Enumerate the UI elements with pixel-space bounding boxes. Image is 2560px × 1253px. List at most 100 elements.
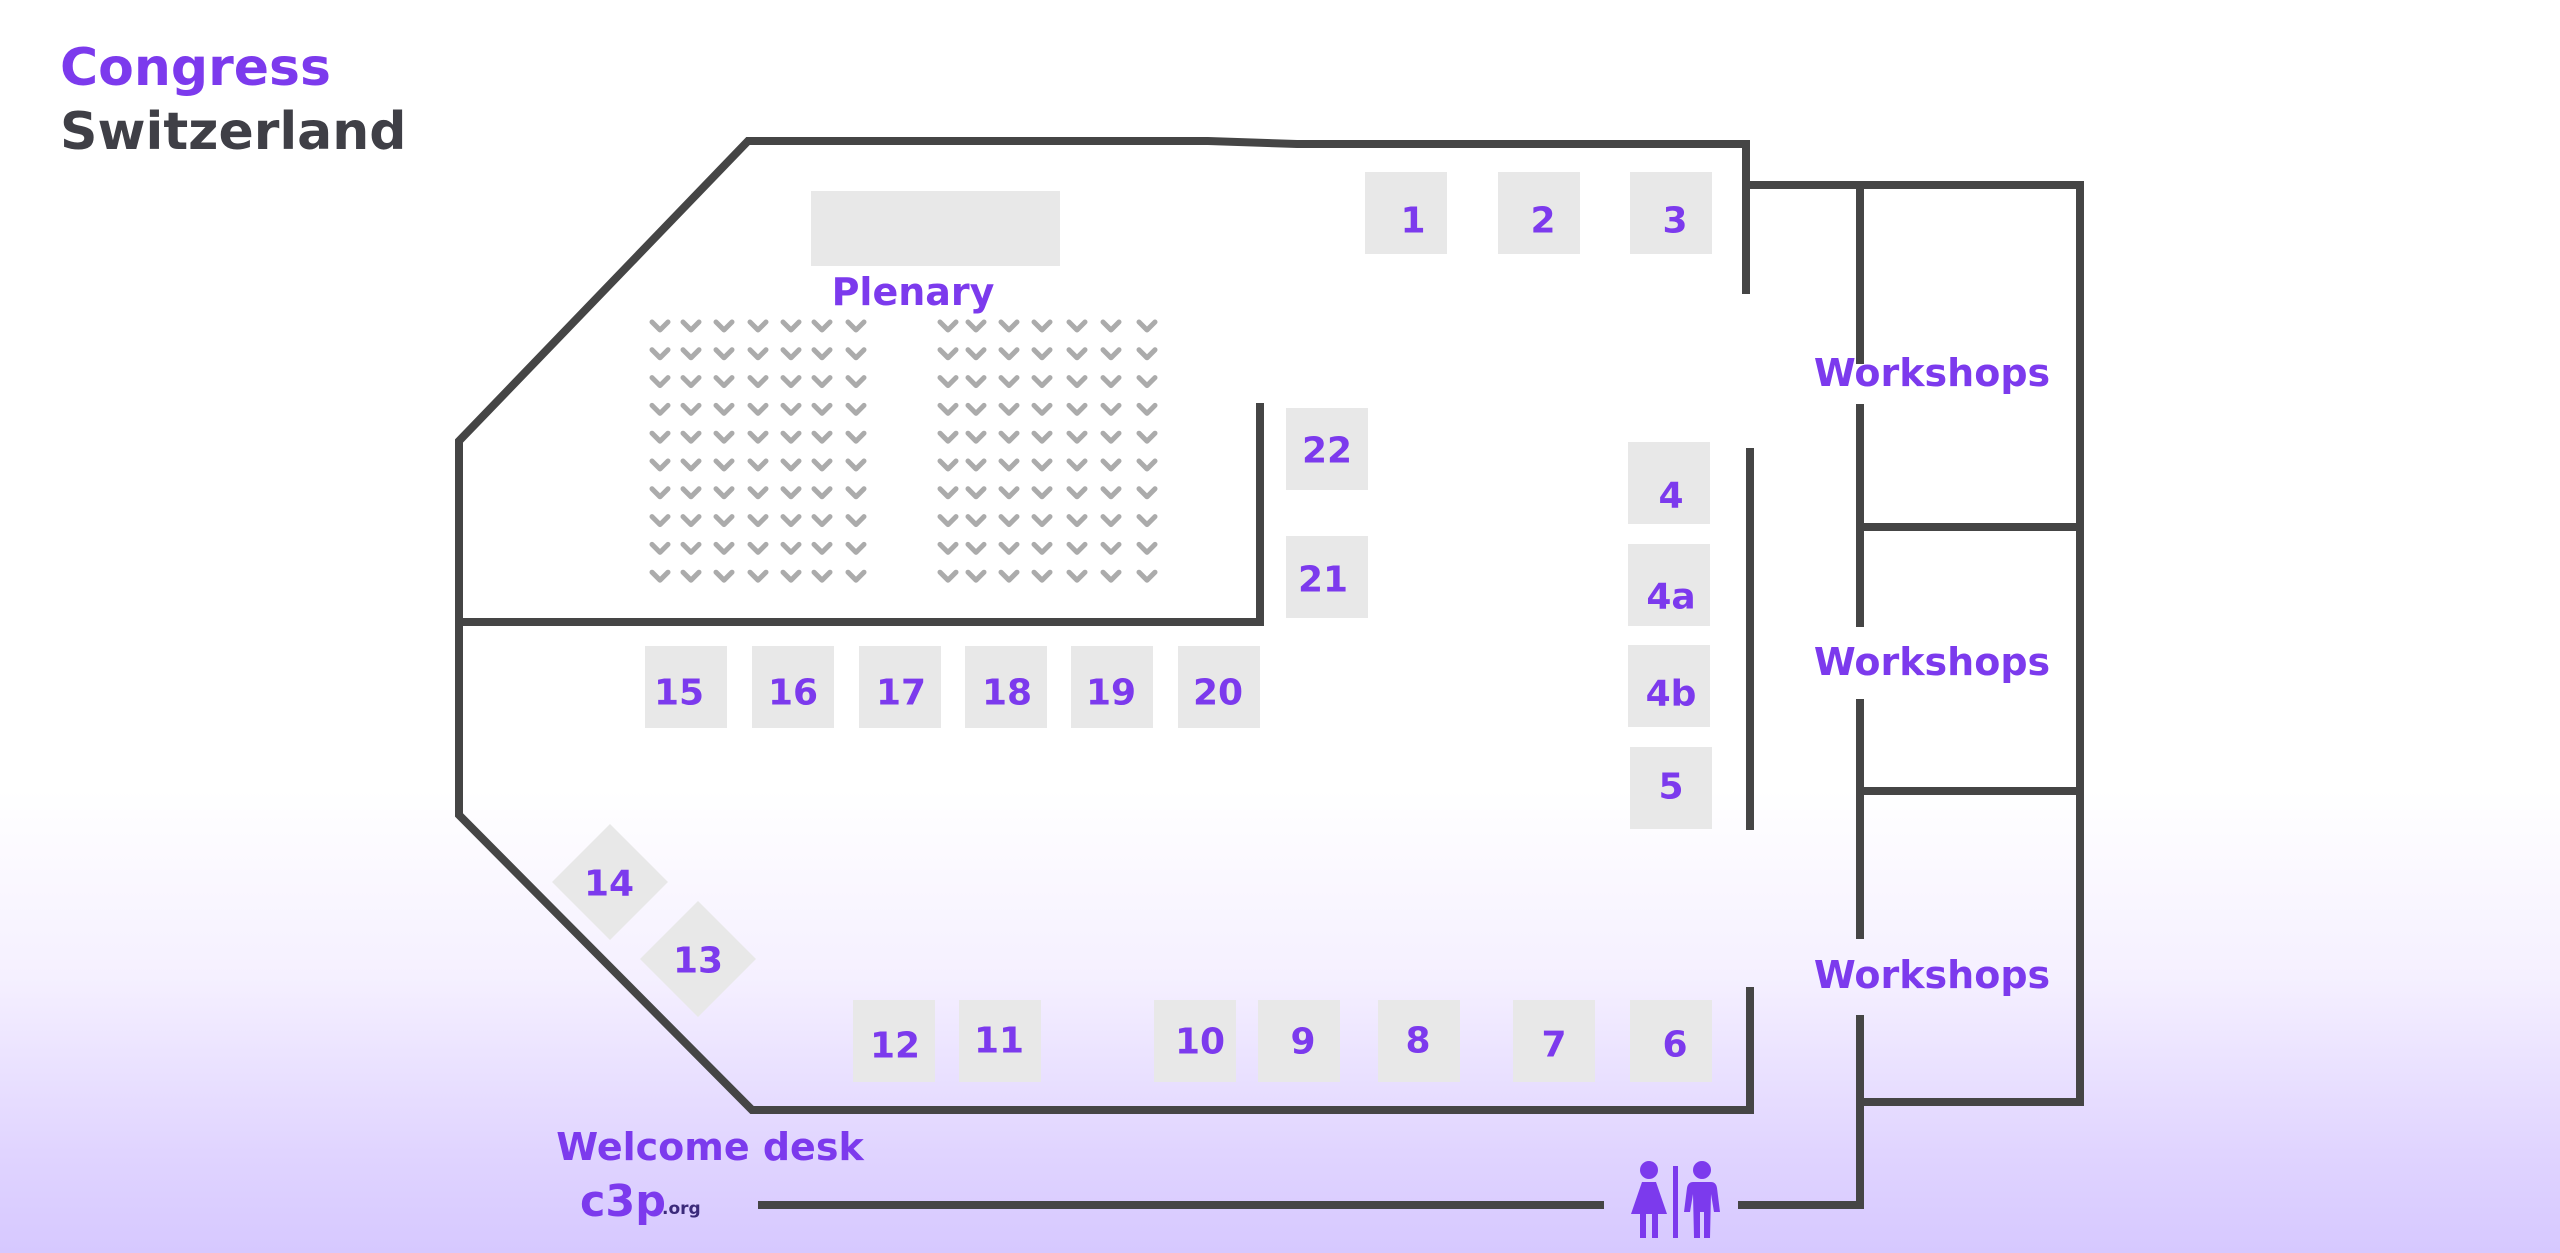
seat-icon (937, 375, 959, 389)
seat-icon (1100, 514, 1122, 528)
booth-5[interactable]: 5 (1630, 747, 1712, 829)
seat-icon (747, 541, 769, 555)
booth-13[interactable]: 13 (640, 901, 756, 1017)
seat-icon (747, 319, 769, 333)
seat-icon (1066, 375, 1088, 389)
seat-icon (845, 347, 867, 361)
seat-icon (649, 486, 671, 500)
seat-icon (1031, 347, 1053, 361)
svg-text:17: 17 (876, 673, 926, 714)
seat-icon (780, 347, 802, 361)
svg-text:11: 11 (974, 1021, 1024, 1062)
seat-icon (747, 569, 769, 583)
seat-icon (1136, 486, 1158, 500)
seat-icon (1031, 486, 1053, 500)
booth-10[interactable]: 10 (1154, 1000, 1236, 1082)
seat-icon (937, 347, 959, 361)
booth-9[interactable]: 9 (1258, 1000, 1340, 1082)
seat-icon (1066, 541, 1088, 555)
switzerland-subtitle: Switzerland (60, 102, 407, 162)
workshops-bottom-label: Workshops (1814, 953, 2050, 997)
booth-2[interactable]: 2 (1498, 172, 1580, 254)
seat-icon (1100, 402, 1122, 416)
seat-icon (680, 430, 702, 444)
booth-4b[interactable]: 4b (1628, 645, 1710, 727)
seat-icon (998, 430, 1020, 444)
seat-icon (780, 486, 802, 500)
seat-icon (937, 458, 959, 472)
seat-icon (998, 347, 1020, 361)
seat-icon (998, 319, 1020, 333)
svg-text:13: 13 (673, 941, 723, 982)
seat-icon (1031, 375, 1053, 389)
seat-icon (965, 486, 987, 500)
svg-text:4b: 4b (1646, 674, 1697, 715)
booth-11[interactable]: 11 (959, 1000, 1041, 1082)
seat-icon (1136, 375, 1158, 389)
booth-4a[interactable]: 4a (1628, 544, 1710, 626)
booth-12[interactable]: 12 (853, 1000, 935, 1082)
svg-text:1: 1 (1400, 201, 1425, 242)
seat-icon (649, 569, 671, 583)
booth-1[interactable]: 1 (1365, 172, 1447, 254)
booth-16[interactable]: 16 (752, 646, 834, 728)
booth-22[interactable]: 22 (1286, 408, 1368, 490)
seat-icon (649, 375, 671, 389)
seat-icon (1136, 402, 1158, 416)
seat-icon (649, 541, 671, 555)
seat-icon (998, 569, 1020, 583)
seat-icon (1136, 514, 1158, 528)
svg-text:4a: 4a (1646, 577, 1695, 618)
booth-15[interactable]: 15 (645, 646, 727, 728)
seat-icon (965, 569, 987, 583)
seat-icon (1066, 514, 1088, 528)
seat-icon (1100, 458, 1122, 472)
plenary-label: Plenary (832, 270, 995, 314)
seat-icon (680, 375, 702, 389)
booth-14[interactable]: 14 (552, 824, 668, 940)
seat-icon (713, 319, 735, 333)
booth-21[interactable]: 21 (1286, 536, 1368, 618)
seat-icon (1066, 569, 1088, 583)
seat-icon (965, 402, 987, 416)
seat-icon (1031, 541, 1053, 555)
svg-text:10: 10 (1175, 1022, 1225, 1063)
seat-icon (845, 514, 867, 528)
seat-icon (937, 402, 959, 416)
booth-20[interactable]: 20 (1178, 646, 1260, 728)
seat-icon (1031, 514, 1053, 528)
seat-icon (811, 402, 833, 416)
seat-icon (680, 569, 702, 583)
booth-8[interactable]: 8 (1378, 1000, 1460, 1082)
svg-text:5: 5 (1658, 767, 1683, 808)
seat-icon (680, 486, 702, 500)
booth-19[interactable]: 19 (1071, 646, 1153, 728)
seat-icon (680, 402, 702, 416)
plenary-stage (811, 191, 1060, 266)
seat-icon (713, 375, 735, 389)
svg-text:6: 6 (1662, 1025, 1687, 1066)
seat-icon (1066, 458, 1088, 472)
svg-text:18: 18 (982, 673, 1032, 714)
walls (455, 137, 2084, 1209)
booth-7[interactable]: 7 (1513, 1000, 1595, 1082)
seat-icon (649, 347, 671, 361)
booth-3[interactable]: 3 (1630, 172, 1712, 254)
booth-6[interactable]: 6 (1630, 1000, 1712, 1082)
svg-text:9: 9 (1290, 1022, 1315, 1063)
seat-icon (713, 458, 735, 472)
booth-18[interactable]: 18 (965, 646, 1047, 728)
seat-icon (713, 430, 735, 444)
seat-icon (811, 569, 833, 583)
seat-icon (998, 541, 1020, 555)
seat-icon (1066, 430, 1088, 444)
congress-title: Congress (60, 38, 331, 98)
seat-icon (965, 458, 987, 472)
seat-icon (1100, 541, 1122, 555)
booth-4[interactable]: 4 (1628, 442, 1710, 524)
seat-icon (937, 541, 959, 555)
seat-icon (1100, 347, 1122, 361)
seat-icon (965, 347, 987, 361)
seat-icon (649, 402, 671, 416)
booth-17[interactable]: 17 (859, 646, 941, 728)
